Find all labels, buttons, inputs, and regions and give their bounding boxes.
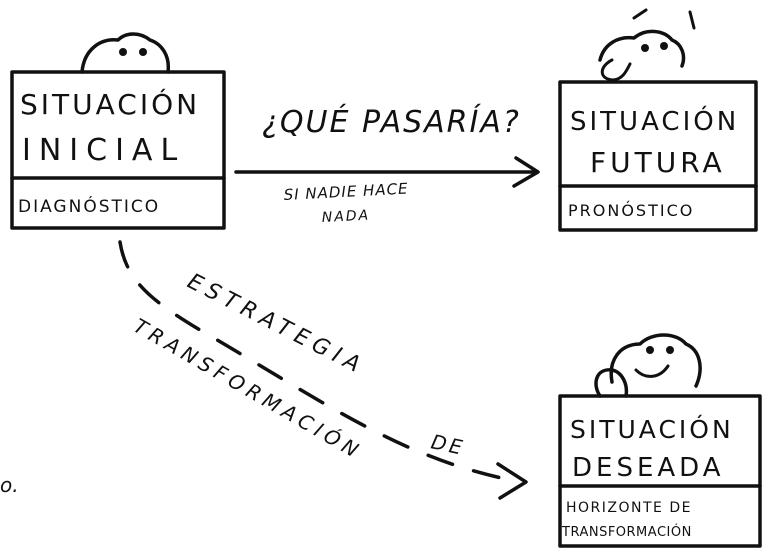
initial-situation-box: SITUACIÓN INICIAL DIAGNÓSTICO (10, 32, 226, 230)
desired-title-line2: DESEADA (572, 453, 725, 483)
arrow-sub-label-line2: NADA (321, 207, 370, 226)
desired-situation-box: SITUACIÓN DESEADA HORIZONTE DE TRANSFORM… (558, 333, 762, 548)
prognosis-arrow: ¿QUÉ PASARÍA? SI NADIE HACE NADA (234, 104, 540, 226)
de-label: DE (429, 429, 467, 460)
creature-head-icon (609, 333, 702, 388)
creature-eye-icon (646, 346, 654, 354)
future-situation-box: SITUACIÓN FUTURA PRONÓSTICO (558, 8, 758, 232)
creature-eye-icon (666, 346, 674, 354)
creature-smile-icon (634, 364, 670, 378)
desired-footer-line1: HORIZONTE DE (566, 500, 692, 516)
initial-title-line2: INICIAL (22, 133, 185, 168)
desired-footer-line2: TRANSFORMACIÓN (561, 524, 692, 540)
eyebrow-icon (632, 8, 648, 20)
initial-box-frame (10, 70, 226, 230)
arrow-head-icon (496, 462, 528, 500)
creature-eye-icon (119, 48, 127, 56)
future-title-line1: SITUACIÓN (570, 105, 739, 137)
arrow-question-label: ¿QUÉ PASARÍA? (262, 104, 521, 140)
arrow-sub-label-line1: SI NADIE HACE (283, 179, 409, 204)
creature-eye-icon (139, 48, 147, 56)
creature-eye-icon (641, 44, 649, 52)
creature-hand-icon (594, 368, 629, 398)
creature-tongue-icon (600, 58, 632, 82)
creature-eye-icon (660, 42, 668, 50)
future-title-line2: FUTURA (590, 146, 726, 179)
eyebrow-icon (688, 10, 696, 30)
initial-title-line1: SITUACIÓN (20, 87, 200, 121)
creature-head-icon (80, 32, 171, 74)
creature-head-icon (598, 29, 686, 68)
strategy-arrow: ESTRATEGIA TRANSFORMACIÓN DE (118, 240, 528, 500)
cropped-text-fragment: o. (0, 473, 19, 497)
initial-footer-label: DIAGNÓSTICO (18, 195, 160, 217)
future-footer-label: PRONÓSTICO (568, 201, 694, 220)
arrow-head-icon (512, 156, 540, 188)
future-box-frame (558, 80, 758, 232)
desired-box-frame (558, 394, 762, 548)
dashed-arrow-line (118, 240, 522, 484)
transformation-label: TRANSFORMACIÓN (130, 314, 367, 465)
desired-title-line1: SITUACIÓN (570, 414, 734, 444)
